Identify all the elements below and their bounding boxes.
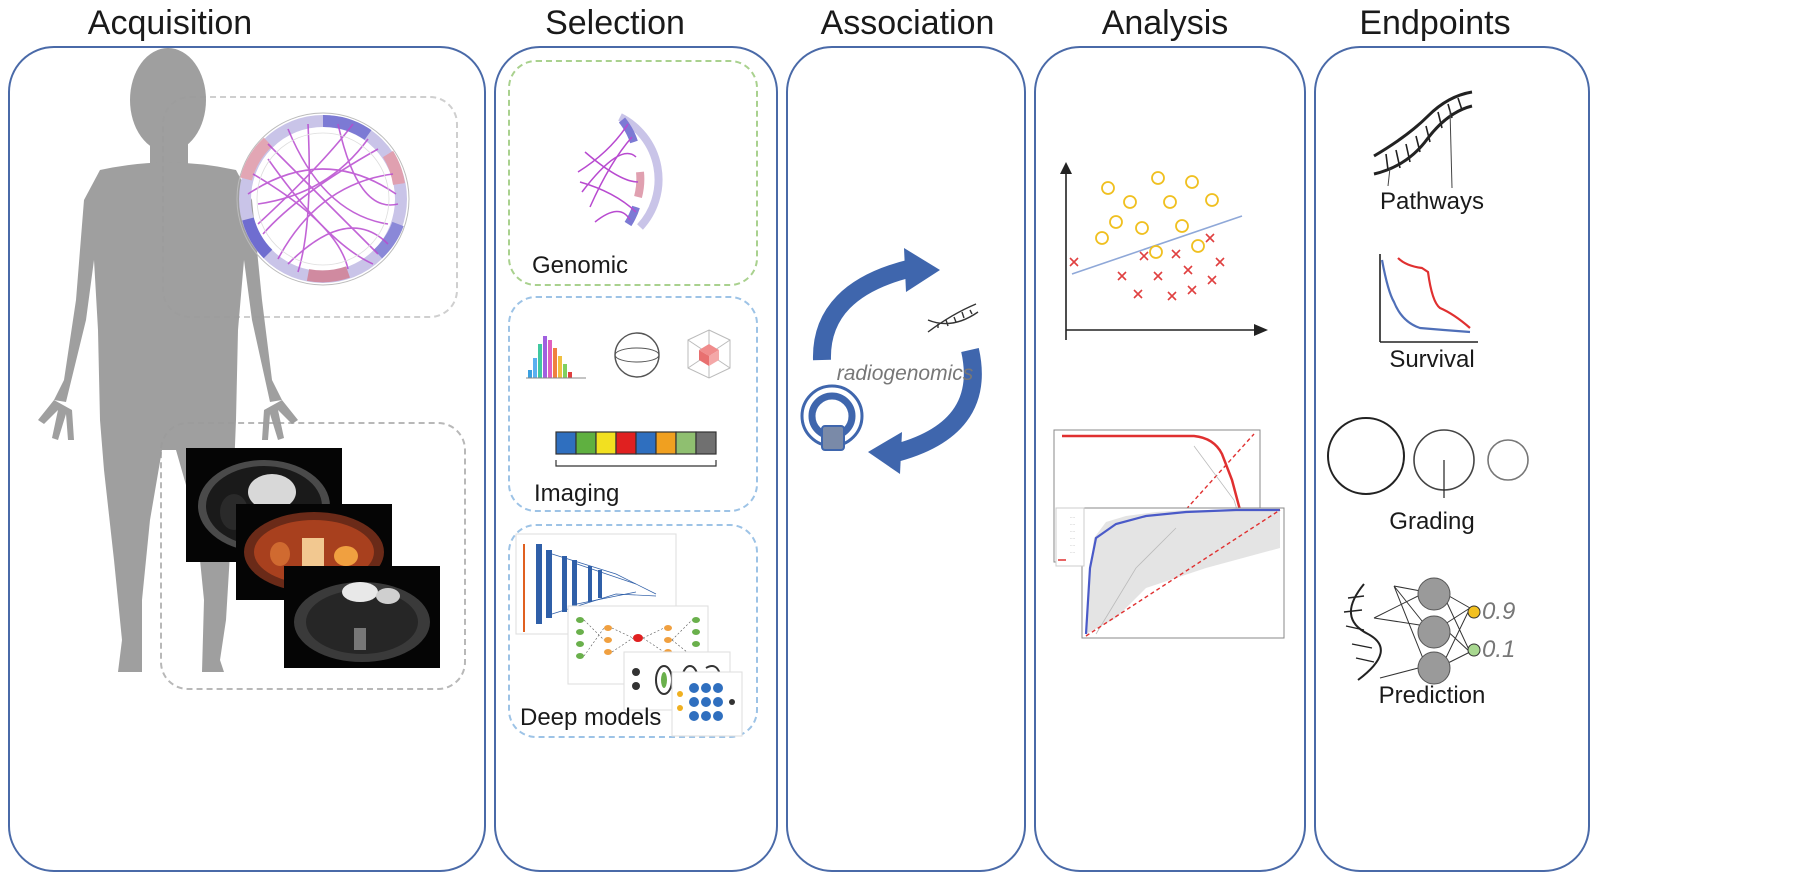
svg-text:....: .... xyxy=(1070,514,1075,519)
roc-curve-plot: ............ ............ xyxy=(1055,507,1285,639)
svg-text:....: .... xyxy=(1070,549,1075,554)
prediction-output-low: 0.1 xyxy=(1482,636,1516,663)
grading-circles-icon xyxy=(1327,417,1529,498)
genomic-selection-box xyxy=(508,60,758,286)
endpoints-title: Endpoints xyxy=(1359,4,1511,42)
radiogenomics-cycle xyxy=(800,248,982,474)
circos-plot xyxy=(236,112,410,286)
classification-scatter xyxy=(1060,162,1268,340)
selection-title: Selection xyxy=(545,4,685,42)
survival-label: Survival xyxy=(1389,346,1475,373)
transformer-diagram xyxy=(671,671,743,737)
svg-text:....: .... xyxy=(1070,535,1075,540)
imaging-data-box xyxy=(160,422,466,690)
pathways-label: Pathways xyxy=(1379,188,1485,215)
prediction-label: Prediction xyxy=(1378,682,1486,709)
feature-vector-bar xyxy=(555,431,717,467)
survival-icon xyxy=(1379,254,1478,343)
prediction-output-high: 0.9 xyxy=(1482,598,1516,625)
sphere-icon xyxy=(614,332,660,378)
histogram-icon xyxy=(526,336,586,379)
acquisition-title: Acquisition xyxy=(87,4,253,42)
association-title: Association xyxy=(820,4,995,42)
radiogenomics-label: radiogenomics xyxy=(836,362,974,385)
svg-text:....: .... xyxy=(1070,521,1075,526)
analysis-title: Analysis xyxy=(1101,4,1229,42)
imaging-selection-box xyxy=(508,296,758,512)
deep-models-box xyxy=(508,524,758,738)
voxel-cube-icon xyxy=(687,329,731,379)
prediction-network-icon xyxy=(1343,577,1481,685)
svg-text:....: .... xyxy=(1070,528,1075,533)
svg-text:....: .... xyxy=(1070,542,1075,547)
grading-label: Grading xyxy=(1389,508,1475,535)
imaging-label: Imaging xyxy=(534,480,620,507)
deep-models-label: Deep models xyxy=(520,704,662,731)
mri-image xyxy=(284,566,440,668)
genomic-label: Genomic xyxy=(532,252,629,279)
dna-helix-icon xyxy=(1373,90,1473,189)
circos-segment xyxy=(577,113,663,230)
